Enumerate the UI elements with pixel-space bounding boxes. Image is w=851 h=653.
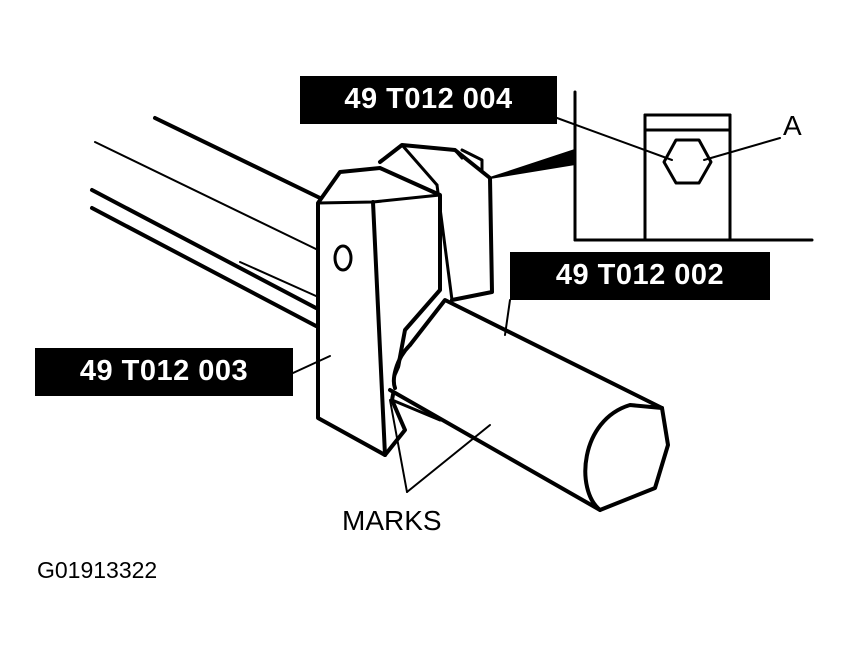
part-label-49t012002: 49 T012 002 xyxy=(510,252,770,300)
round-bar xyxy=(388,298,670,512)
figure-code: G01913322 xyxy=(37,557,158,583)
detail-inset xyxy=(573,90,814,242)
front-block xyxy=(316,166,442,457)
part-label-49t012004: 49 T012 004 xyxy=(300,76,557,124)
marks-label: MARKS xyxy=(342,505,442,536)
leader-lines xyxy=(292,117,781,493)
detail-label-a: A xyxy=(783,110,802,141)
part-label-49t012003: 49 T012 003 xyxy=(35,348,293,396)
